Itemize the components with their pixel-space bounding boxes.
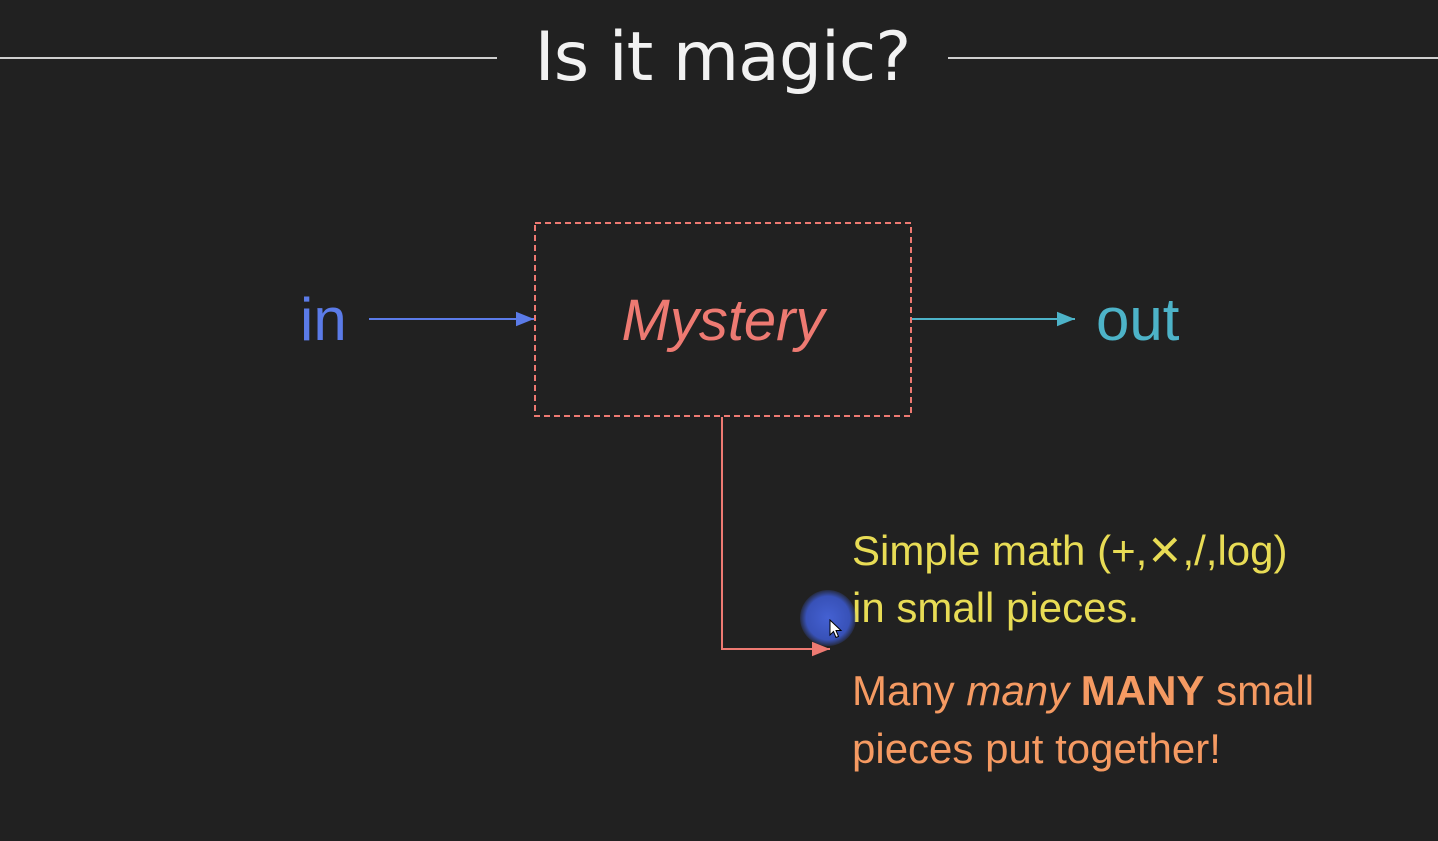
- mystery-box: [534, 222, 912, 417]
- mystery-label: Mystery: [621, 288, 825, 353]
- note-simple-math: Simple math (+,✕,/,log) in small pieces.: [852, 522, 1288, 636]
- mouse-pointer-icon: [829, 619, 843, 639]
- arrow-box-to-notes: [721, 417, 830, 657]
- title-rule-left: [0, 57, 497, 59]
- note-many-word1: Many: [852, 667, 955, 714]
- slide-title: Is it magic?: [534, 18, 912, 97]
- output-label: out: [1096, 286, 1180, 353]
- note-simple-line2: in small pieces.: [852, 584, 1140, 631]
- note-many-line1: Many many MANY small: [852, 662, 1314, 720]
- note-many-word4: small: [1216, 667, 1315, 714]
- note-simple-line1: Simple math (+,✕,/,log): [852, 527, 1288, 574]
- note-many-word3: MANY: [1080, 667, 1205, 714]
- title-rule-right: [948, 57, 1438, 59]
- input-label: in: [300, 286, 347, 353]
- note-many-word2: many: [966, 667, 1070, 714]
- cursor-highlight: [800, 590, 856, 646]
- note-many-pieces: Many many MANY small pieces put together…: [852, 662, 1314, 778]
- note-many-line2: pieces put together!: [852, 725, 1221, 772]
